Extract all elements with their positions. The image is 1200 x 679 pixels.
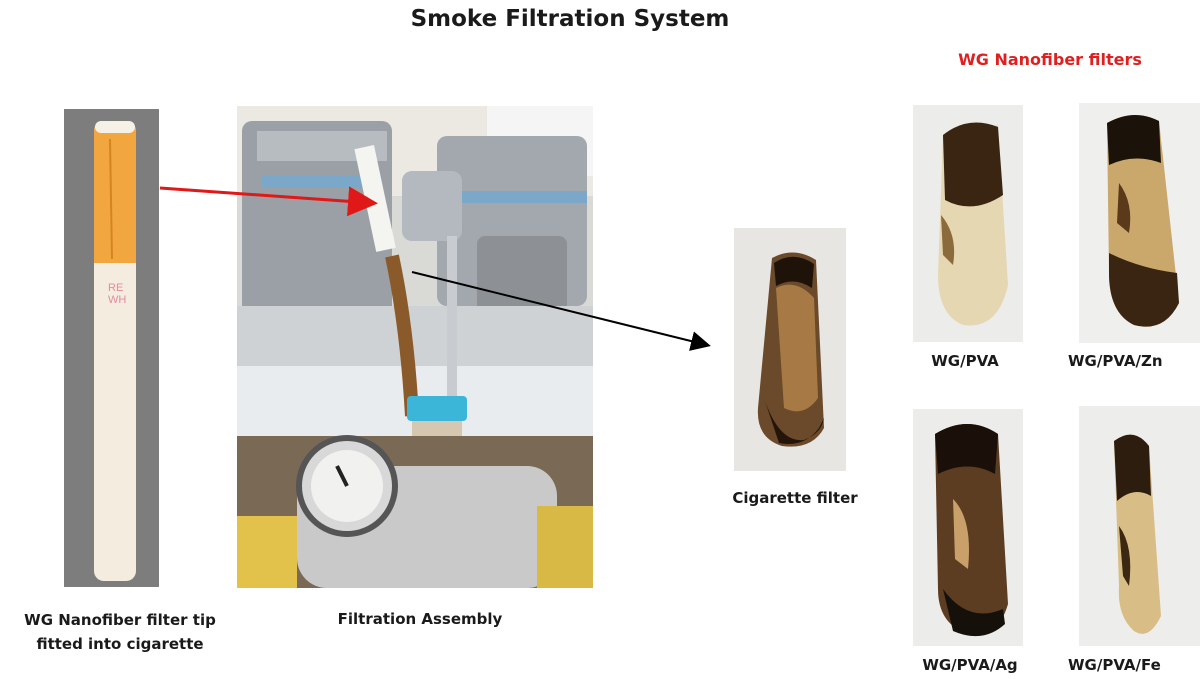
cigarette-caption: WG Nanofiber filter tip fitted into ciga… bbox=[0, 608, 240, 656]
wg-pva-zn-caption: WG/PVA/Zn bbox=[1068, 352, 1163, 370]
wg-pva-fe-filter-photo bbox=[1079, 406, 1200, 646]
cigarette-filter-photo bbox=[734, 228, 846, 471]
cigarette-print-1: RE bbox=[108, 282, 123, 294]
cigarette-caption-line1: WG Nanofiber filter tip bbox=[24, 611, 216, 629]
wg-pva-ag-filter-photo bbox=[913, 409, 1023, 646]
wg-pva-zn-filter-photo bbox=[1079, 103, 1200, 343]
cigarette-photo: RE WH bbox=[64, 109, 159, 587]
nanofiber-filters-heading: WG Nanofiber filters bbox=[958, 50, 1142, 69]
page-title: Smoke Filtration System bbox=[410, 6, 730, 32]
assembly-caption: Filtration Assembly bbox=[337, 610, 503, 628]
wg-pva-caption: WG/PVA bbox=[931, 352, 999, 370]
cigarette-caption-line2: fitted into cigarette bbox=[36, 635, 204, 653]
wg-pva-ag-caption: WG/PVA/Ag bbox=[922, 656, 1018, 674]
filtration-assembly-photo bbox=[237, 106, 593, 588]
wg-pva-fe-caption: WG/PVA/Fe bbox=[1068, 656, 1161, 674]
cigarette-print-2: WH bbox=[108, 294, 126, 306]
wg-pva-filter-photo bbox=[913, 105, 1023, 342]
cigarette-filter-caption: Cigarette filter bbox=[732, 489, 858, 507]
